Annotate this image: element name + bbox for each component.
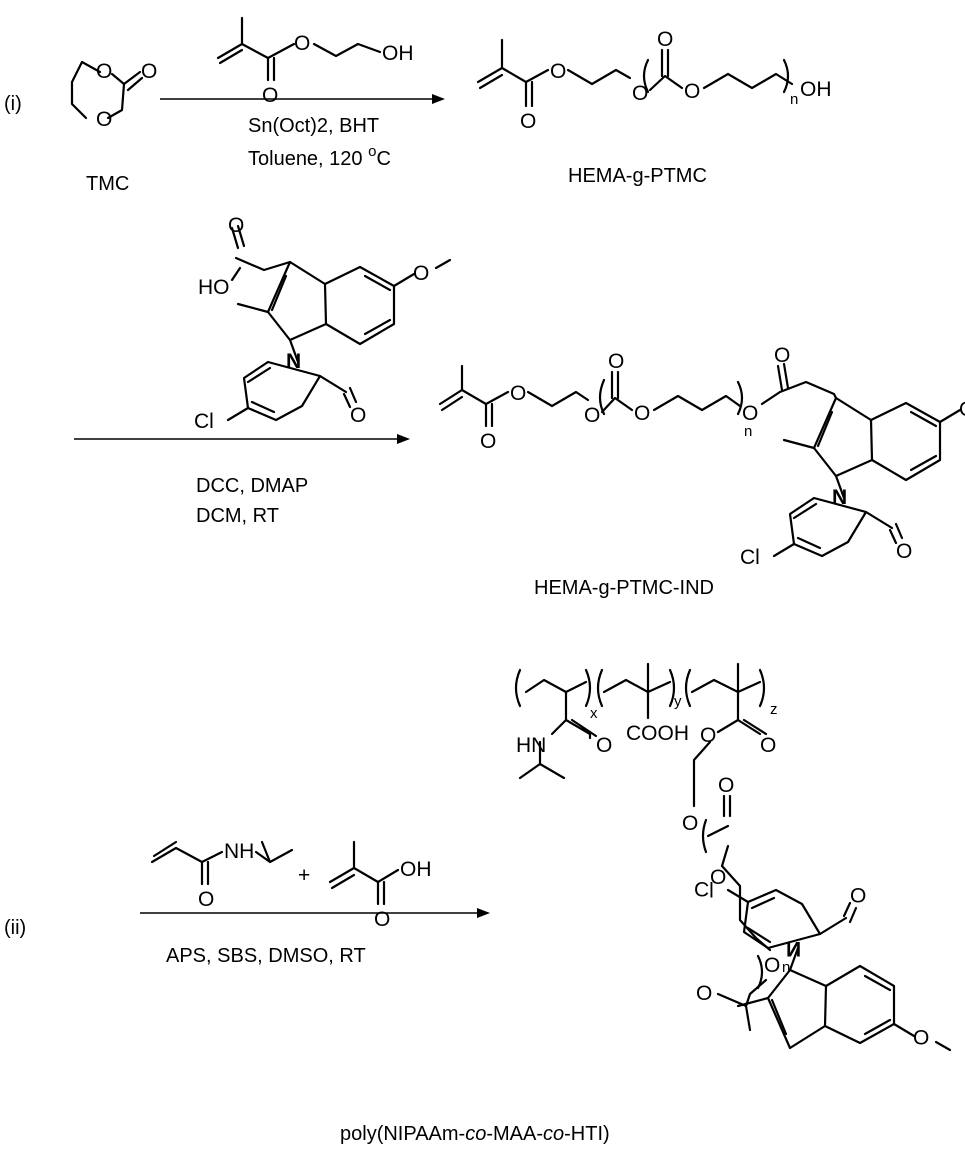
- maa-carbonyl-o: O: [374, 908, 390, 931]
- repeat-index-x: x: [590, 705, 598, 722]
- hema-hydroxyl: OH: [382, 42, 414, 65]
- carbonate-o2: O: [684, 80, 700, 103]
- polymer-linker-carbonyl-o: O: [696, 982, 712, 1005]
- ind-carbonate-o2: O: [634, 402, 650, 425]
- ind-product-ester-o: O: [510, 382, 526, 405]
- conditions-step3-line1: APS, SBS, DMSO, RT: [166, 945, 366, 967]
- step-label-i: (i): [4, 93, 22, 115]
- polymer-amide-carbonyl-o: O: [596, 734, 612, 757]
- polymer-carbonate-o2: O: [710, 866, 726, 889]
- polymer-carbonate-o1: O: [682, 812, 698, 835]
- indomethacin-acid-carbonyl-o: O: [228, 214, 244, 237]
- conditions-step1-degree: o: [368, 143, 376, 160]
- tmc-carbonyl-o: O: [141, 60, 157, 83]
- carbonate-o-double: O: [657, 28, 673, 51]
- tmc-ring-o2: O: [96, 108, 112, 131]
- hema-ptmc-label: HEMA-g-PTMC: [568, 165, 707, 187]
- hema-ptmc-structure: O O O O O n OH: [476, 28, 832, 133]
- polymer-amide-hn: HN: [516, 734, 546, 757]
- polymer-label-co2: co: [543, 1123, 564, 1145]
- hema-ptmc-carbonyl-o: O: [520, 110, 536, 133]
- indomethacin-reagent-structure: O HO: [192, 214, 452, 435]
- nipaam-carbonyl-o: O: [198, 888, 214, 911]
- carbonate-o1: O: [632, 82, 648, 105]
- repeat-index-n-1: n: [790, 91, 798, 108]
- polymer-label-prefix: poly(NIPAAm-: [340, 1123, 465, 1145]
- plus-sign: +: [298, 864, 310, 887]
- reaction-arrow-2: [74, 434, 410, 444]
- indomethacin-acid-hydroxyl: HO: [198, 276, 230, 299]
- conditions-step2-line2: DCM, RT: [196, 505, 279, 527]
- polymer-carbonate-o-double: O: [718, 774, 734, 797]
- conditions-step2-line1: DCC, DMAP: [196, 475, 308, 497]
- conditions-step1-celsius: C: [376, 148, 390, 170]
- nipaam-reagent-structure: O NH: [150, 840, 294, 911]
- polymer-cooh: COOH: [626, 722, 689, 745]
- tmc-label: TMC: [86, 173, 129, 195]
- tmc-ring-o1: O: [96, 60, 112, 83]
- ind-product-carbonyl-o: O: [480, 430, 496, 453]
- ind-linker-carbonyl-o: O: [774, 344, 790, 367]
- hema-ptmc-ester-o: O: [550, 60, 566, 83]
- ind-carbonate-o1: O: [584, 404, 600, 427]
- conditions-step1-solvent-temp: Toluene, 120: [248, 148, 368, 170]
- repeat-index-n-3: n: [782, 959, 790, 976]
- repeat-index-z: z: [770, 701, 778, 718]
- conditions-step1-line2: Toluene, 120 oC: [248, 143, 391, 170]
- hema-ptmc-ind-structure: O O O O O n O O: [438, 344, 965, 571]
- reaction-arrow-3: [140, 908, 490, 918]
- repeat-index-n-2: n: [744, 423, 752, 440]
- hema-reagent-structure: O O OH: [216, 16, 414, 107]
- repeat-index-y: y: [674, 693, 682, 710]
- polymer-ester-o: O: [700, 724, 716, 747]
- polymer-ester-carbonyl-o: O: [760, 734, 776, 757]
- hema-ptmc-terminal-oh: OH: [800, 78, 832, 101]
- ind-carbonate-o-double: O: [608, 350, 624, 373]
- hema-ester-o: O: [294, 32, 310, 55]
- polymer-linker-o: O: [764, 954, 780, 977]
- terpolymer-structure: x y z HN O COOH O O O O O n O O: [514, 662, 952, 1052]
- polymer-label: poly(NIPAAm-co-MAA-co-HTI): [340, 1123, 610, 1145]
- hema-ptmc-ind-label: HEMA-g-PTMC-IND: [534, 577, 714, 599]
- ind-linker-o: O: [742, 402, 758, 425]
- step-label-ii: (ii): [4, 917, 26, 939]
- maa-hydroxyl: OH: [400, 858, 432, 881]
- polymer-label-suffix: -HTI): [564, 1123, 610, 1145]
- maa-reagent-structure: OH O: [328, 840, 432, 931]
- hema-carbonyl-o: O: [262, 84, 278, 107]
- polymer-label-co1: co: [465, 1123, 486, 1145]
- polymer-label-mid: -MAA-: [486, 1123, 543, 1145]
- conditions-step1-line1: Sn(Oct)2, BHT: [248, 115, 379, 137]
- nipaam-amide-nh: NH: [224, 840, 254, 863]
- reaction-arrow-1: [160, 94, 445, 104]
- tmc-structure: O O O: [70, 60, 157, 131]
